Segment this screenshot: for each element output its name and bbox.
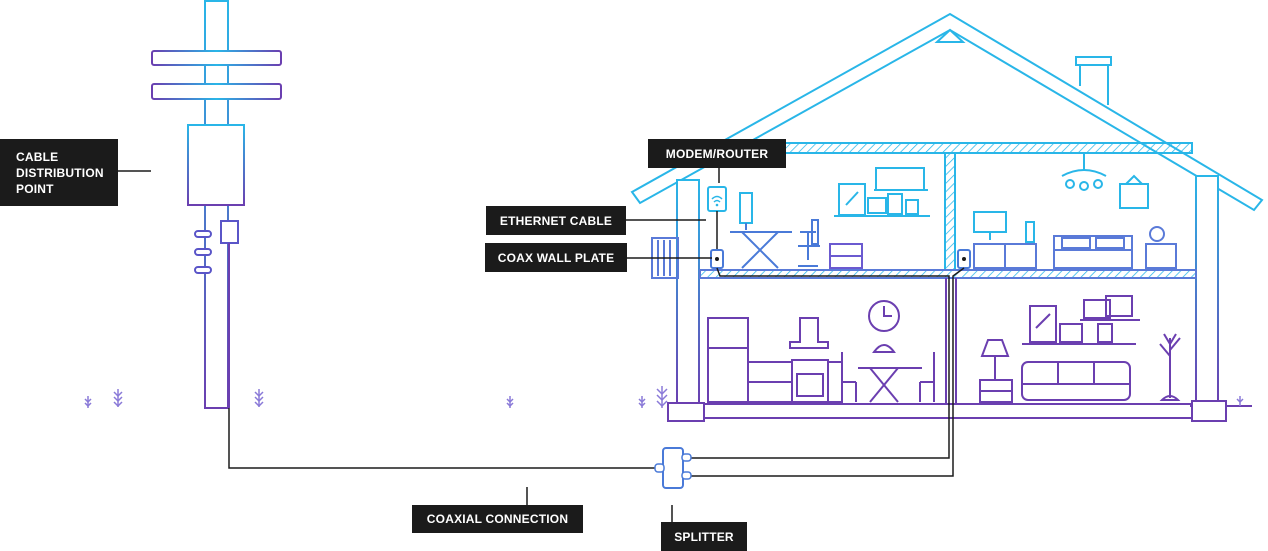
label-ethernet-cable-text: ETHERNET CABLE bbox=[499, 213, 613, 228]
office-room bbox=[730, 167, 930, 269]
kitchen bbox=[707, 300, 935, 403]
bedroom bbox=[973, 153, 1177, 269]
label-cable-distribution-line-3: POINT bbox=[16, 181, 54, 196]
living-room bbox=[979, 295, 1181, 403]
label-coax-wall-plate-text: COAX WALL PLATE bbox=[497, 250, 615, 265]
utility-pole bbox=[151, 0, 282, 409]
coax-cable-routing bbox=[228, 267, 965, 477]
house bbox=[630, 12, 1264, 422]
splitter-device bbox=[654, 447, 692, 489]
grass-tufts bbox=[84, 386, 1244, 408]
label-cable-distribution-point: CABLE DISTRIBUTION POINT bbox=[0, 139, 118, 206]
label-cable-distribution-line-1: CABLE bbox=[16, 149, 59, 164]
label-splitter-text: SPLITTER bbox=[674, 529, 734, 544]
label-cable-distribution-line-2: DISTRIBUTION bbox=[16, 165, 104, 180]
chimney bbox=[1075, 56, 1112, 66]
distribution-box bbox=[187, 124, 245, 206]
pole-crossarm-bottom bbox=[151, 83, 282, 100]
label-leader-lines bbox=[526, 167, 720, 522]
label-coax-wall-plate: COAX WALL PLATE bbox=[485, 243, 627, 272]
label-modem-router-text: MODEM/ROUTER bbox=[665, 146, 769, 161]
coax-wall-plate-bedroom bbox=[957, 249, 971, 269]
label-ethernet-cable: ETHERNET CABLE bbox=[486, 206, 626, 235]
pole-crossarm-top bbox=[151, 50, 282, 66]
label-modem-router: MODEM/ROUTER bbox=[648, 139, 786, 168]
modem-router-device bbox=[707, 186, 727, 212]
label-coaxial-connection: COAXIAL CONNECTION bbox=[412, 505, 583, 533]
label-coaxial-connection-text: COAXIAL CONNECTION bbox=[426, 512, 569, 526]
roof bbox=[630, 12, 1264, 212]
label-splitter: SPLITTER bbox=[661, 522, 747, 551]
coax-wall-plate-device bbox=[710, 249, 724, 269]
